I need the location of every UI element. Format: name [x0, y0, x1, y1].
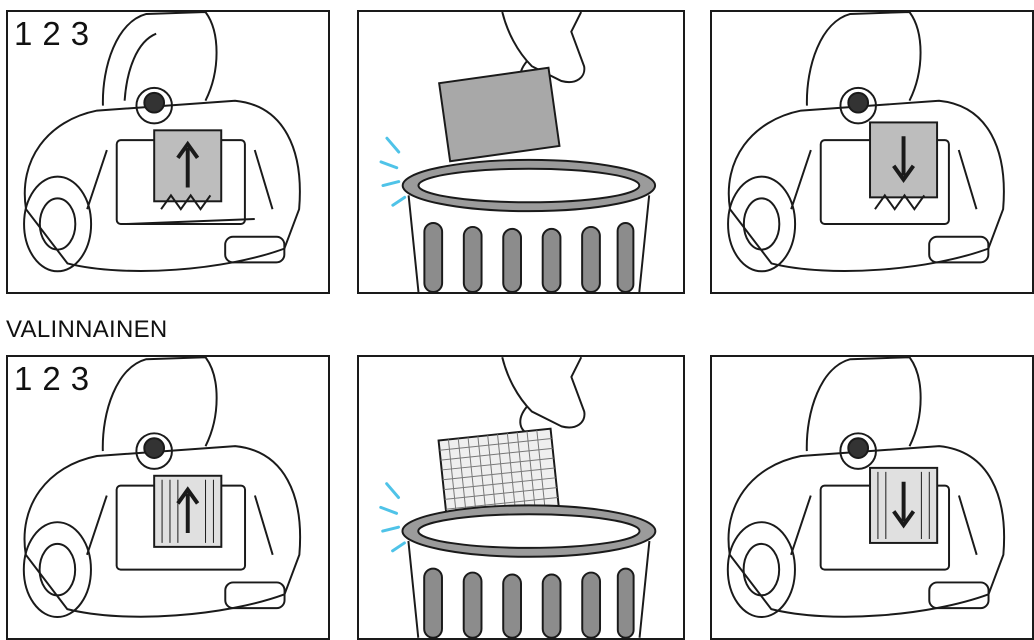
splash-lines	[379, 482, 406, 553]
vacuum-cleaner-illustration	[23, 12, 301, 273]
step-number-1: 1	[14, 15, 34, 52]
trash-bin-illustration	[379, 357, 657, 638]
filter-slot	[153, 129, 223, 203]
step-number-3: 3	[70, 15, 91, 52]
panel-optional-step-2-dispose-filter	[357, 355, 685, 640]
mesh-filter-slot	[869, 466, 939, 544]
vacuum-cleaner-illustration	[726, 357, 1006, 618]
trash-bin	[401, 158, 657, 292]
trash-bin	[401, 504, 657, 638]
step-number-3: 3	[70, 360, 91, 397]
vacuum-cleaner-illustration	[727, 12, 1005, 273]
step-number-1: 1	[14, 360, 34, 397]
filter-slot	[869, 121, 939, 199]
panel-step-3-insert-filter	[710, 10, 1034, 294]
filter-pad	[438, 66, 561, 163]
panel-step-2-dispose-filter	[357, 10, 685, 294]
panel-optional-step-3-insert-filter	[710, 355, 1034, 640]
step-number-2: 2	[42, 360, 62, 397]
splash-lines	[379, 136, 407, 207]
section-label: VALINNAINEN	[6, 316, 168, 343]
trash-bin-illustration	[379, 12, 657, 292]
step-number-2: 2	[42, 15, 62, 52]
vacuum-cleaner-illustration	[22, 357, 302, 618]
mesh-filter-slot	[153, 474, 223, 548]
